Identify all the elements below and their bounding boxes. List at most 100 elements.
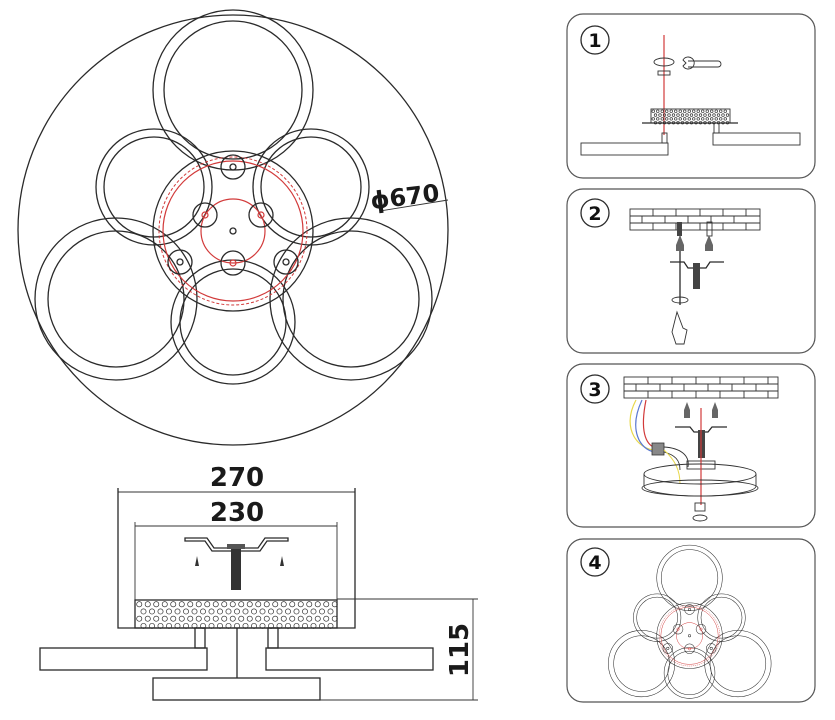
perforation-dot (701, 117, 705, 121)
perforation-dot (178, 601, 185, 608)
perforation-dot (212, 615, 219, 622)
perforation-dot (716, 113, 721, 117)
perforation-dot (656, 117, 660, 121)
perforation-dot (187, 615, 194, 622)
hand-screwdriver-icon (671, 310, 688, 345)
perforation-dot (217, 608, 223, 615)
perforation-dot (183, 608, 189, 615)
mounting-bolt (231, 546, 241, 590)
perforation-dot (669, 109, 673, 113)
perforation-dot (280, 601, 287, 608)
perforation-dot (671, 113, 676, 117)
perforation-dot (323, 601, 330, 608)
perforation-dot (153, 615, 160, 622)
perforation-dot (238, 601, 245, 608)
brick-ceiling (629, 208, 761, 231)
perforation-dot (692, 109, 696, 113)
perforation-dot (149, 622, 155, 629)
perforation-dot (208, 622, 215, 629)
perforation-dot (285, 622, 291, 629)
perforation-dot (725, 113, 730, 117)
perforation-dot (689, 113, 694, 117)
perforation-dot (234, 608, 240, 615)
ring-arm (712, 132, 801, 146)
perforation-dot (665, 117, 669, 121)
perforation-dot (306, 615, 313, 622)
perforation-dot (656, 109, 660, 113)
cap-nut (694, 502, 706, 512)
perforation-dot (719, 117, 723, 121)
perforation-dot (719, 109, 723, 113)
step-panel-4: 4 (566, 538, 816, 703)
perforation-dot (683, 109, 687, 113)
perforation-pattern (136, 601, 338, 629)
perforation-dot (140, 608, 147, 615)
top-view: ϕ670 (17, 9, 449, 446)
perforation-dot (153, 601, 160, 608)
perforation-dot (187, 601, 194, 608)
outer-width-label: 270 (210, 463, 264, 493)
perforation-dot (157, 608, 164, 615)
perforation-dot (212, 601, 219, 608)
step-panel-3: 3 (566, 363, 816, 528)
perforation-dot (246, 601, 253, 608)
perforation-dot (170, 601, 177, 608)
ring-arm (580, 142, 669, 156)
brick-ceiling (623, 376, 779, 399)
perforation-dot (710, 109, 714, 113)
perforation-dot (653, 113, 658, 117)
perforation-dot (669, 117, 673, 121)
perforation-dot (674, 109, 678, 113)
perforation-dot (161, 601, 168, 608)
perforation-dot (710, 117, 714, 121)
perforation-dot (229, 615, 236, 622)
perforation-dot (680, 113, 685, 117)
perforation-dot (658, 113, 662, 117)
washer-icon (671, 296, 689, 304)
perforation-dot (195, 601, 202, 608)
step-number: 1 (588, 30, 601, 52)
perforated-canopy-band (134, 599, 338, 629)
perforation-dot (665, 109, 669, 113)
perforation-dot (310, 608, 317, 615)
perforation-dot (701, 109, 705, 113)
perforation-dot (327, 608, 334, 615)
perforation-dot (692, 117, 696, 121)
right-ring-side (265, 647, 434, 671)
perforation-dot (272, 615, 279, 622)
perforation-dot (703, 113, 707, 117)
perforation-dot (314, 615, 321, 622)
perforation-dot (297, 615, 304, 622)
perforation-dot (651, 109, 655, 113)
perforation-dot (289, 615, 296, 622)
perforation-dot (149, 608, 155, 615)
perforation-dot (200, 608, 206, 615)
perforation-dot (651, 117, 655, 121)
perforation-dot (263, 601, 270, 608)
wall-anchor-icon (684, 402, 718, 418)
step-panel-1: 1 (566, 13, 816, 179)
terminal-block (651, 442, 665, 456)
perforation-dot (687, 117, 691, 121)
perforation-dot (178, 615, 185, 622)
perforation-dot (166, 622, 172, 629)
perforation-dot (259, 608, 266, 615)
perforation-dot (319, 608, 325, 615)
perforation-dot (136, 615, 143, 622)
washer-icon (653, 57, 675, 67)
perforation-dot (225, 622, 232, 629)
perforation-dot (166, 608, 172, 615)
perforation-dot (157, 622, 164, 629)
perforation-dot (676, 113, 680, 117)
diameter-leader-line (379, 199, 449, 212)
diameter-label: ϕ670 (369, 179, 441, 215)
perforation-dot (714, 109, 718, 113)
perforation-dot (255, 615, 262, 622)
perforation-dot (674, 117, 678, 121)
perforation-dot (161, 615, 168, 622)
perforation-dot (721, 113, 725, 117)
perforation-dot (242, 608, 249, 615)
perforation-dot (705, 117, 709, 121)
wall-anchor-icon (676, 235, 713, 251)
